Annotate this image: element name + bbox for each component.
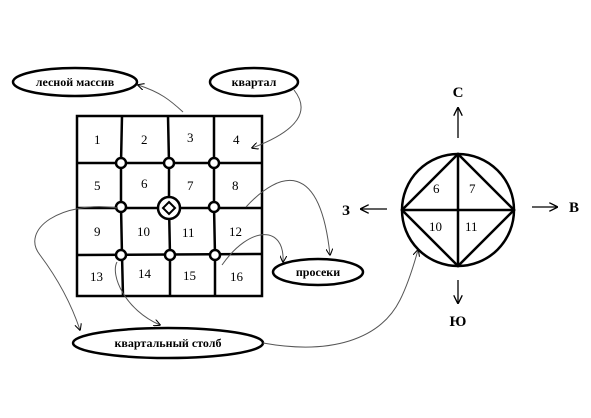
label-quarter: квартал (208, 66, 300, 98)
east-label: В (569, 200, 579, 216)
grid-cell-numbers: 1 2 3 4 5 6 7 8 9 10 11 12 13 14 15 16 (90, 130, 244, 284)
compass-cell-6: 6 (433, 181, 440, 196)
label-forest-text: лесной массив (36, 75, 115, 89)
grid-cell-13: 13 (90, 269, 103, 284)
post-marker (162, 156, 176, 170)
label-quarter-oval (208, 66, 300, 98)
label-post: квартальный столб (71, 326, 265, 360)
label-forest: лесной массив (11, 66, 139, 98)
south-label: Ю (450, 314, 467, 330)
label-post-text: квартальный столб (115, 336, 222, 350)
central-post-diamond (161, 200, 177, 216)
grid-cell-5: 5 (94, 178, 101, 193)
clearing-pointer-1 (245, 179, 330, 255)
grid-cell-14: 14 (138, 266, 152, 281)
compass-diamond (400, 152, 516, 268)
direction-labels: С Ю В З (342, 85, 579, 330)
post-to-compass-pointer (262, 250, 418, 348)
compass-cell-10: 10 (429, 219, 442, 234)
label-clearings-text: просеки (296, 265, 340, 279)
north-label: С (453, 85, 464, 101)
quarter-posts (114, 156, 222, 262)
compass-cell-numbers: 6 7 10 11 (429, 181, 478, 234)
grid-cell-15: 15 (183, 268, 196, 283)
grid-cell-4: 4 (233, 132, 240, 147)
grid-cell-16: 16 (230, 269, 244, 284)
grid-cell-9: 9 (94, 224, 101, 239)
compass-cell-11: 11 (465, 219, 478, 234)
quarter-grid (75, 114, 264, 298)
label-clearings: просеки (271, 257, 365, 287)
post-marker (114, 248, 128, 262)
label-forest-oval (11, 66, 139, 98)
post-marker (114, 200, 128, 214)
grid-cell-7: 7 (187, 178, 194, 193)
post-pointer-1 (34, 206, 119, 330)
grid-cell-8: 8 (232, 178, 239, 193)
quarter-pointer (252, 89, 302, 148)
clearing-pointer-2 (221, 234, 283, 266)
post-pointer-2 (114, 261, 160, 325)
pointer-lines (34, 85, 418, 348)
label-quarter-text: квартал (232, 75, 277, 89)
post-marker (207, 200, 221, 214)
grid-cell-10: 10 (137, 224, 150, 239)
post-marker (163, 248, 177, 262)
grid-cell-6: 6 (141, 176, 148, 191)
grid-cell-2: 2 (141, 132, 148, 147)
post-marker (208, 248, 222, 262)
central-post (156, 195, 182, 221)
west-label: З (342, 203, 350, 219)
compass-diagram (400, 152, 516, 268)
grid-cell-1: 1 (94, 132, 101, 147)
direction-arrows (361, 108, 557, 303)
grid-cell-12: 12 (229, 224, 242, 239)
label-clearings-oval (271, 257, 365, 287)
forest-pointer (138, 85, 184, 113)
grid-cell-3: 3 (187, 130, 194, 145)
compass-cell-7: 7 (469, 181, 476, 196)
post-marker (114, 156, 128, 170)
post-marker (207, 156, 221, 170)
grid-cell-11: 11 (182, 225, 195, 240)
